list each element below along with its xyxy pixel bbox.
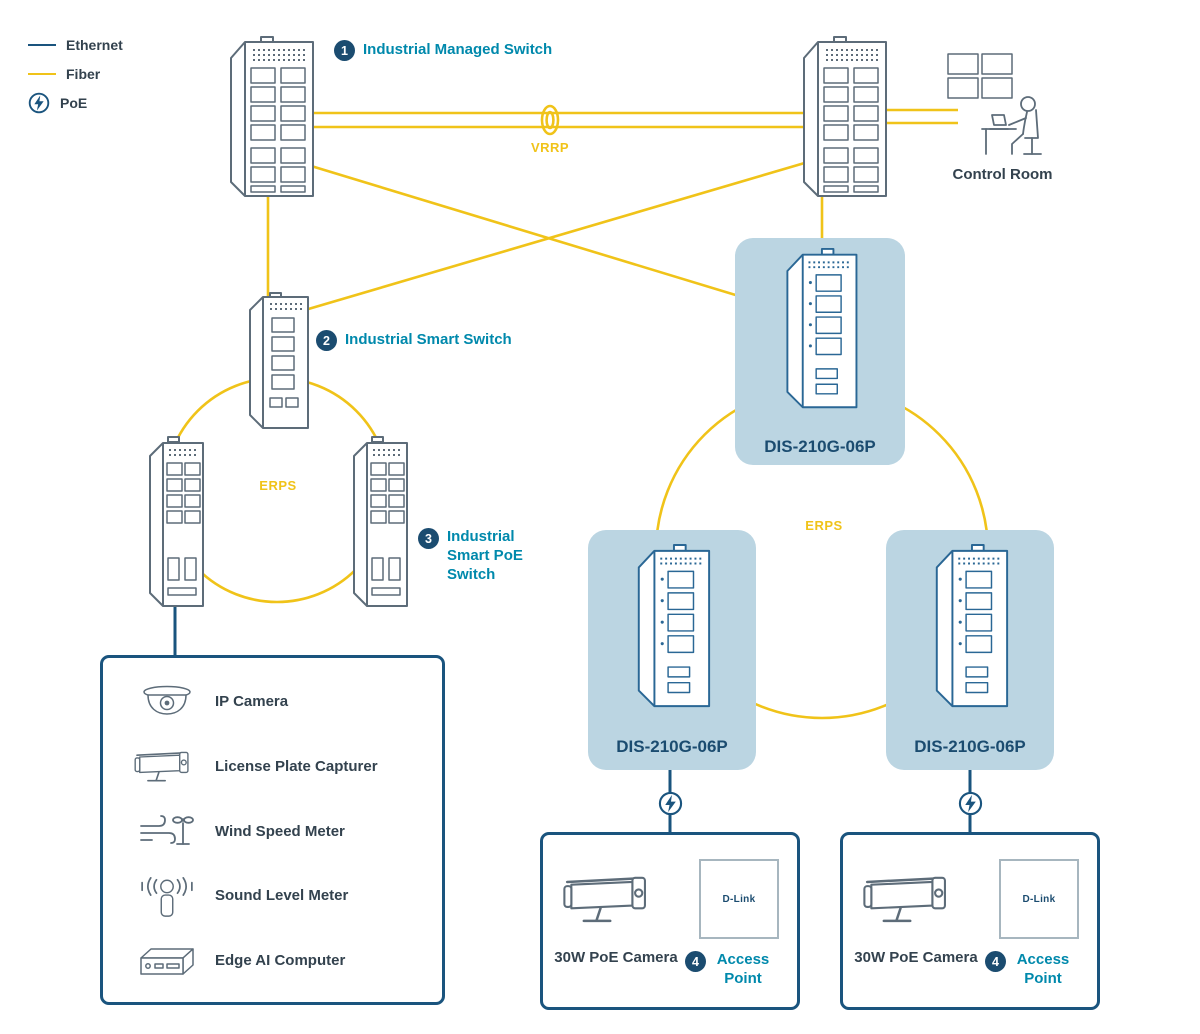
connected-devices-panel: IP Camera License Plate Capturer Wind Sp… xyxy=(100,655,445,1005)
device-label: Edge AI Computer xyxy=(215,952,346,970)
device-row: Wind Speed Meter xyxy=(119,800,442,865)
control-room-label: Control Room xyxy=(952,166,1053,183)
legend-label: Ethernet xyxy=(66,36,123,53)
step-badge: 2 xyxy=(316,330,337,351)
control-room-icon xyxy=(946,50,1058,162)
dis-switch-card-bottom-left: DIS-210G-06P xyxy=(588,530,756,770)
device-label: License Plate Capturer xyxy=(215,757,378,775)
sound-meter-icon xyxy=(119,875,215,919)
dis-210g-06p-icon xyxy=(622,544,722,712)
device-row: IP Camera xyxy=(119,670,442,735)
vrrp-link-icon xyxy=(540,104,560,136)
device-row: Edge AI Computer xyxy=(119,929,442,994)
dis-model-label: DIS-210G-06P xyxy=(914,737,1026,756)
access-point-device: D-Link xyxy=(999,859,1079,939)
poe-camera-label: 30W PoE Camera xyxy=(554,949,678,966)
dlink-logo: D-Link xyxy=(722,893,756,905)
step-badge: 4 xyxy=(985,951,1006,972)
device-row: License Plate Capturer xyxy=(119,735,442,800)
poe-bolt-icon xyxy=(28,92,50,114)
access-point-device: D-Link xyxy=(699,859,779,939)
legend-label: PoE xyxy=(60,94,88,111)
dis-switch-card-top: DIS-210G-06P xyxy=(735,238,905,465)
access-point-label: 4 Access Point xyxy=(685,951,774,989)
smart-switch-label: 2 Industrial Smart Switch xyxy=(316,330,512,351)
industrial-managed-switch-right-icon xyxy=(786,36,892,202)
step-badge: 1 xyxy=(334,40,355,61)
device-label: Wind Speed Meter xyxy=(215,822,345,840)
access-point-label: 4 Access Point xyxy=(985,951,1074,989)
smart-poe-switch-label: 3 Industrial Smart PoE Switch xyxy=(418,528,543,584)
poe-camera-ap-panel-left: D-Link 30W PoE Camera 4 Access Point xyxy=(540,832,800,1010)
poe-bolt-icon xyxy=(958,791,983,816)
bullet-camera-icon xyxy=(119,747,215,787)
dis-model-label: DIS-210G-06P xyxy=(764,437,876,456)
poe-camera-icon xyxy=(563,869,663,931)
poe-camera-label: 30W PoE Camera xyxy=(854,949,978,966)
ethernet-line-icon xyxy=(28,43,56,46)
industrial-smart-switch-icon xyxy=(240,292,314,434)
device-row: Sound Level Meter xyxy=(119,864,442,929)
poe-camera-ap-panel-right: D-Link 30W PoE Camera 4 Access Point xyxy=(840,832,1100,1010)
managed-switch-label: 1 Industrial Managed Switch xyxy=(334,40,552,61)
legend-poe: PoE xyxy=(28,88,123,117)
fiber-line-icon xyxy=(28,72,56,75)
device-label: Sound Level Meter xyxy=(215,887,349,905)
poe-camera-icon xyxy=(863,869,963,931)
legend-ethernet: Ethernet xyxy=(28,30,123,59)
step-badge: 4 xyxy=(685,951,706,972)
device-label: IP Camera xyxy=(215,693,289,711)
vrrp-label: VRRP xyxy=(530,140,570,155)
dis-210g-06p-icon xyxy=(920,544,1020,712)
industrial-smart-poe-switch-left-icon xyxy=(142,436,208,612)
dis-model-label: DIS-210G-06P xyxy=(616,737,728,756)
edge-ai-icon xyxy=(119,944,215,980)
dis-switch-card-bottom-right: DIS-210G-06P xyxy=(886,530,1054,770)
step-badge: 3 xyxy=(418,528,439,549)
legend-fiber: Fiber xyxy=(28,59,123,88)
dlink-logo: D-Link xyxy=(1022,893,1056,905)
industrial-smart-poe-switch-right-icon xyxy=(346,436,412,612)
legend-label: Fiber xyxy=(66,65,101,82)
legend: Ethernet Fiber PoE xyxy=(28,30,123,117)
poe-bolt-icon xyxy=(658,791,683,816)
industrial-managed-switch-left-icon xyxy=(213,36,319,202)
dis-210g-06p-icon xyxy=(770,248,870,413)
erps-right-label: ERPS xyxy=(805,518,843,533)
dome-camera-icon xyxy=(119,682,215,722)
erps-left-label: ERPS xyxy=(259,478,297,493)
wind-meter-icon xyxy=(119,812,215,852)
